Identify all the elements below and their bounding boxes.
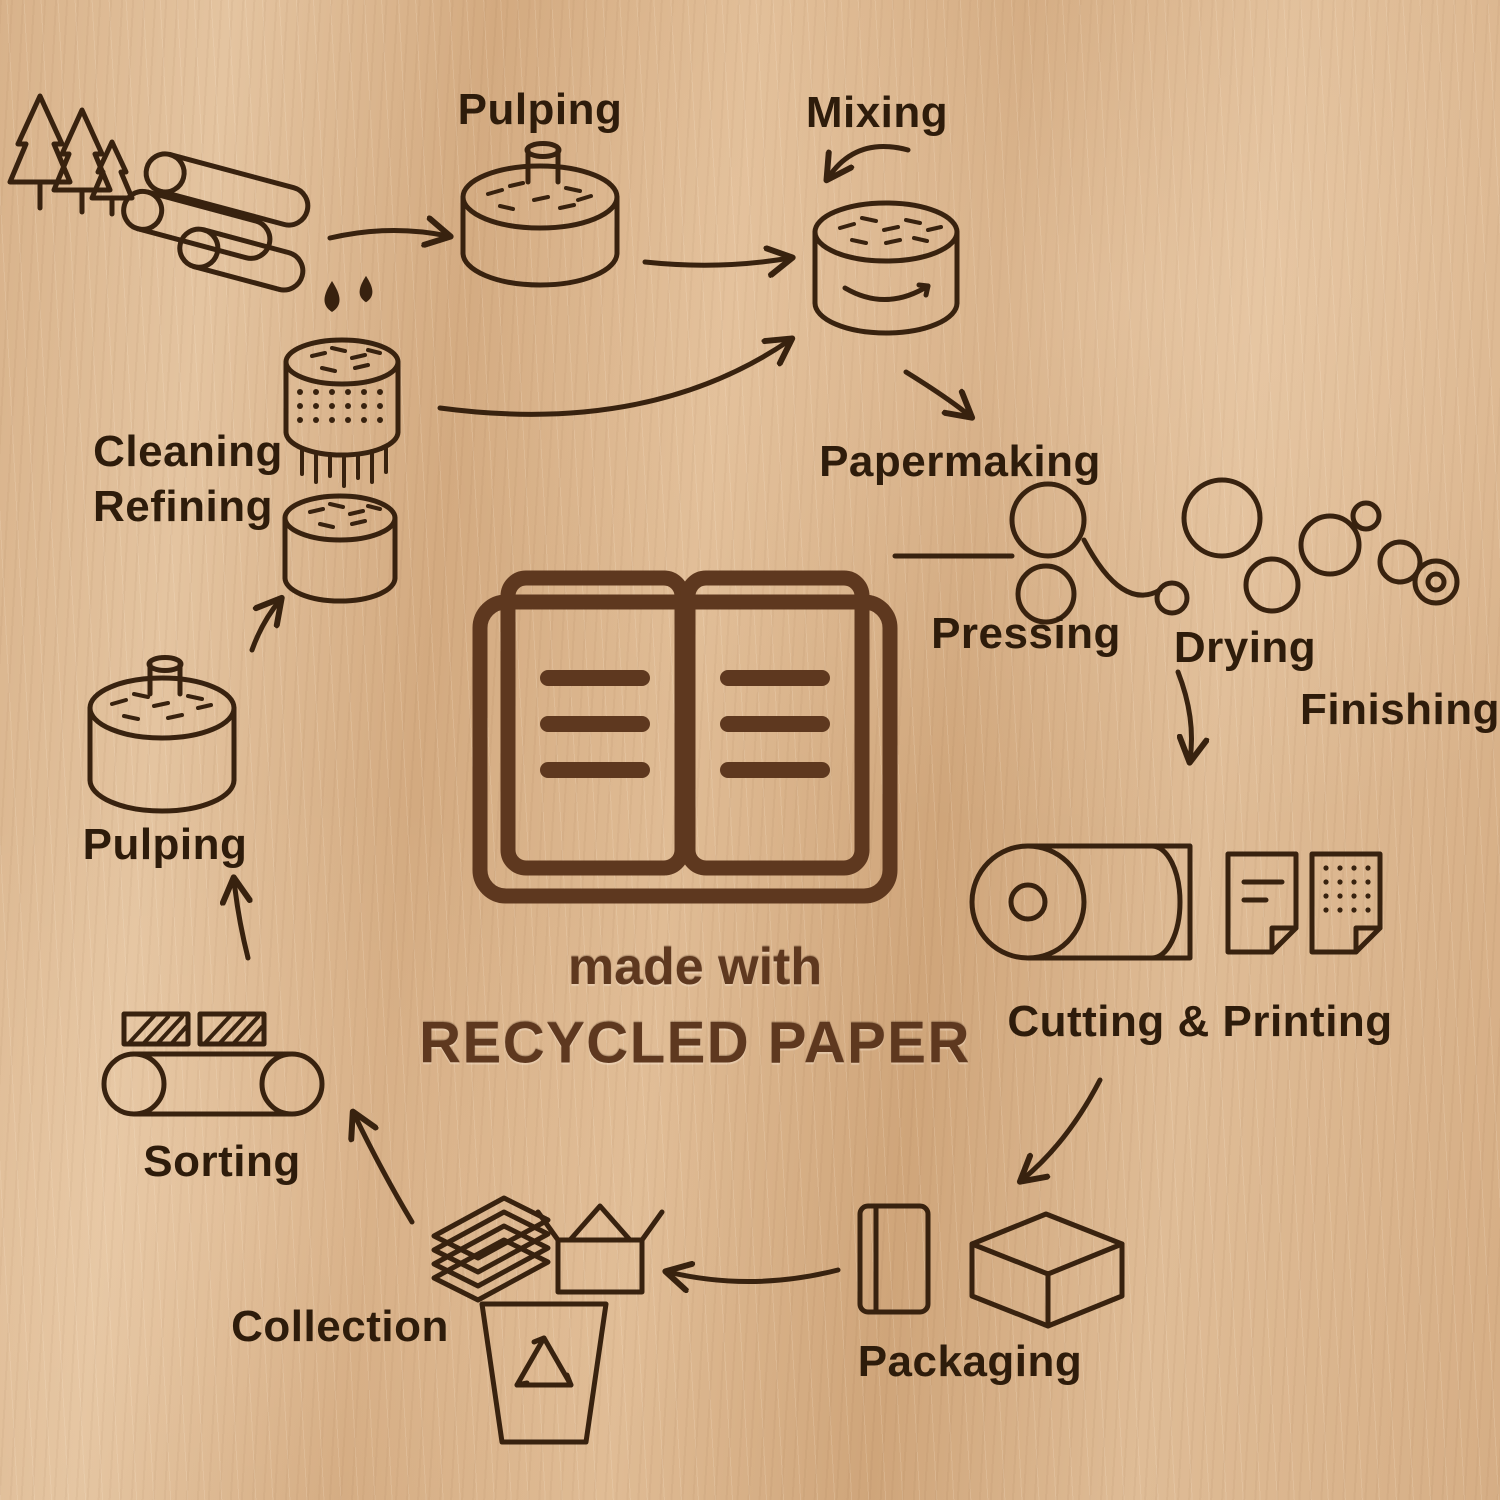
label-collection: Collection: [231, 1302, 449, 1351]
title-made-with: made with: [567, 938, 823, 996]
label-finishing: Finishing: [1299, 685, 1500, 734]
logs-icon: [121, 151, 311, 293]
shipping-box-icon: [969, 1211, 1125, 1329]
label-drying: Drying: [1173, 623, 1317, 672]
arrow-collection-to-sorting: [354, 1114, 415, 1225]
arrow-sorting-to-pulping: [234, 880, 248, 961]
arrow-cutting-to-packaging: [1022, 1077, 1103, 1180]
label-packaging: Packaging: [857, 1337, 1083, 1386]
paper-roll-icon: [969, 843, 1193, 961]
refining-cylinder-icon: [282, 493, 398, 604]
label-refining: Refining: [93, 482, 273, 531]
arrow-mixing-to-papermaking: [903, 369, 970, 416]
arrow-logs-to-pulping: [327, 230, 448, 238]
label-pulping-top: Pulping: [457, 85, 623, 134]
arrow-drying-to-cutting: [1175, 669, 1192, 760]
cleaning-cylinder-icon: [283, 337, 401, 488]
open-book-icon: [472, 570, 898, 904]
arrow-pulping-to-mixing: [642, 258, 790, 265]
label-papermaking: Papermaking: [819, 437, 1101, 486]
label-mixing: Mixing: [805, 88, 949, 137]
arrow-mixing-label: [828, 144, 911, 179]
conveyor-icon: [101, 1011, 325, 1117]
pulping-vat-left-icon: [87, 655, 237, 814]
recycle-bin-icon: [479, 1301, 609, 1445]
trees-icon: [7, 93, 135, 217]
label-cleaning: Cleaning: [93, 427, 283, 476]
label-pressing: Pressing: [931, 609, 1121, 658]
title-recycled-paper: RECYCLED PAPER: [419, 1010, 971, 1076]
pulping-vat-icon: [460, 141, 620, 288]
printed-sheets-icon: [1225, 851, 1383, 955]
label-pulping-left: Pulping: [82, 820, 248, 869]
water-drops-icon: [324, 275, 373, 312]
arrow-packaging-to-collection: [668, 1270, 841, 1282]
label-sorting: Sorting: [143, 1137, 301, 1186]
label-cutting-printing: Cutting & Printing: [1007, 997, 1393, 1046]
papermaking-rollers-icon: [892, 477, 1460, 625]
book-icon: [857, 1203, 931, 1315]
arrow-pulping-to-refining: [249, 600, 280, 653]
open-box-icon: [535, 1203, 665, 1295]
mixing-vat-icon: [812, 200, 960, 336]
arrow-cleaning-to-mixing: [437, 340, 790, 417]
paper-stack-icon: [431, 1195, 551, 1303]
